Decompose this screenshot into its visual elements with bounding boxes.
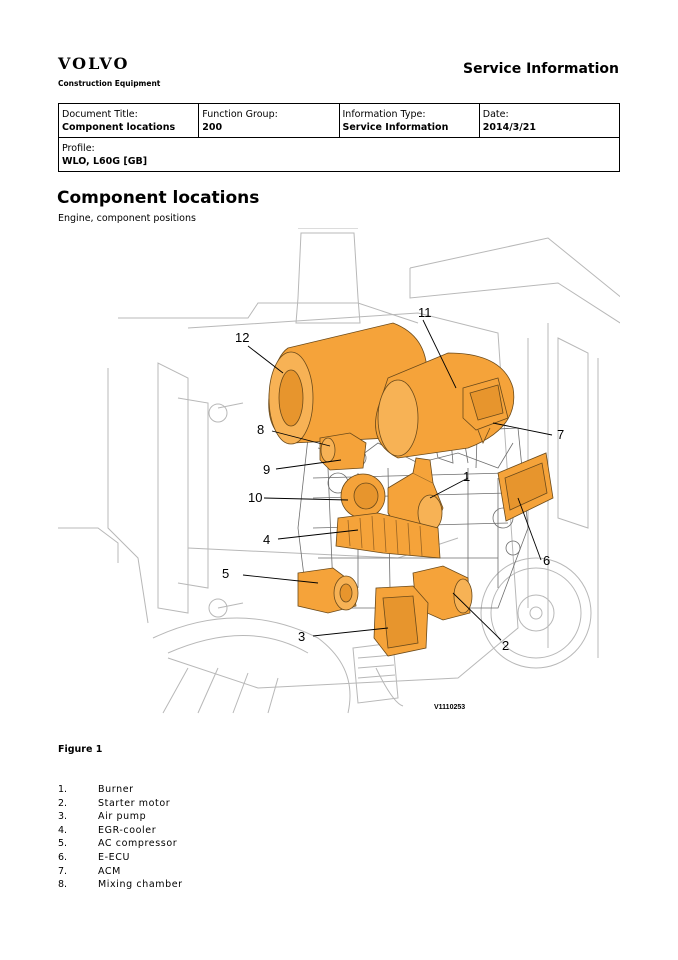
document-meta-table: Document Title: Component locations Func… xyxy=(57,103,621,172)
list-item: 1.Burner xyxy=(58,784,134,795)
list-item: 6.E-ECU xyxy=(58,851,131,863)
function-group-cell: Function Group: 200 xyxy=(198,103,340,138)
date-cell: Date: 2014/3/21 xyxy=(478,103,621,138)
leader-lines xyxy=(242,319,553,641)
function-group-label: Function Group: xyxy=(202,109,278,120)
callout-9: 9 xyxy=(263,462,270,477)
engine-component-figure: 1 2 3 4 5 6 7 8 9 10 11 12 V1110253 xyxy=(58,228,620,714)
date-label: Date: xyxy=(482,109,509,120)
profile-label: Profile: xyxy=(62,143,95,154)
callout-11: 11 xyxy=(418,305,432,320)
function-group-value: 200 xyxy=(202,122,223,133)
callout-4: 4 xyxy=(263,532,270,547)
callout-6: 6 xyxy=(543,553,550,568)
callout-labels: 1 2 3 4 5 6 7 8 9 10 11 12 V1110253 xyxy=(222,305,564,711)
list-item: 5.AC compressor xyxy=(58,838,178,850)
info-type-value: Service Information xyxy=(342,122,449,133)
list-item: 3.Air pump xyxy=(58,811,147,823)
callout-1: 1 xyxy=(463,469,470,484)
info-type-cell: Information Type: Service Information xyxy=(338,103,480,138)
info-type-label: Information Type: xyxy=(342,109,426,120)
profile-cell: Profile: WLO, L60G [GB] xyxy=(58,137,620,172)
volvo-logo: VOLVO Construction Equipment xyxy=(58,54,161,89)
logo-subtitle: Construction Equipment xyxy=(58,79,161,88)
list-item: 2.Starter motor xyxy=(58,797,171,809)
machine-outline xyxy=(58,228,620,714)
page-subtitle: Engine, component positions xyxy=(58,213,196,224)
callout-10: 10 xyxy=(248,490,262,505)
list-item: 8.Mixing chamber xyxy=(58,879,183,891)
component-legend: 1.Burner 2.Starter motor 3.Air pump 4.EG… xyxy=(58,783,358,892)
callout-3: 3 xyxy=(298,629,305,644)
list-item: 4.EGR-cooler xyxy=(58,824,157,836)
callout-5: 5 xyxy=(222,566,229,581)
list-item: 7.ACM xyxy=(58,865,121,877)
doc-title-value: Component locations xyxy=(62,122,176,133)
callout-8: 8 xyxy=(257,422,264,437)
figure-image-id: V1110253 xyxy=(434,704,465,711)
callout-2: 2 xyxy=(502,638,509,653)
logo-wordmark: VOLVO xyxy=(58,54,130,73)
doc-title-cell: Document Title: Component locations xyxy=(57,103,200,138)
figure-caption: Figure 1 xyxy=(58,744,103,755)
doc-title-label: Document Title: xyxy=(62,109,138,120)
callout-7: 7 xyxy=(557,427,564,442)
date-value: 2014/3/21 xyxy=(482,122,536,133)
orange-components xyxy=(268,322,554,657)
page-title: Component locations xyxy=(57,188,260,208)
callout-12: 12 xyxy=(235,330,249,345)
service-information-title: Service Information xyxy=(463,61,619,77)
profile-value: WLO, L60G [GB] xyxy=(62,156,148,167)
